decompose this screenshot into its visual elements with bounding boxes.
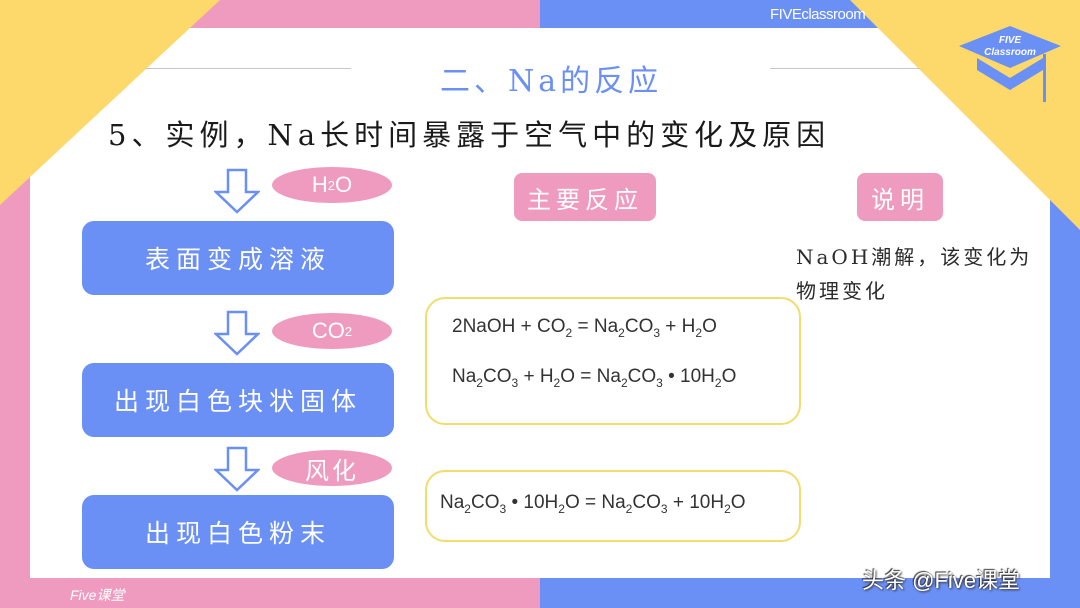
equation-naoh-co2: 2NaOH + CO2 = Na2CO3 + H2O	[452, 316, 717, 340]
equation-na2co3-hydration: Na2CO3 + H2O = Na2CO3 • 10H2O	[452, 366, 737, 390]
down-arrow-icon	[214, 310, 260, 356]
graduation-cap-logo-icon: FIVE Classroom	[955, 24, 1065, 104]
page-subtitle: 5、实例，Na长时间暴露于空气中的变化及原因	[108, 118, 831, 152]
bottom-brand-label: Five课堂	[70, 587, 125, 603]
step-white-powder: 出现白色粉末	[82, 495, 394, 569]
section-title: 二、Na的反应	[440, 64, 663, 99]
notes-tag: 说明	[857, 173, 943, 221]
logo-text-classroom: Classroom	[984, 47, 1036, 58]
logo-text-five: FIVE	[999, 35, 1022, 46]
title-rule-left	[145, 68, 351, 69]
reaction-box-1	[425, 297, 801, 425]
down-arrow-icon	[214, 446, 260, 492]
down-arrow-icon	[214, 168, 260, 214]
reaction-box-2	[425, 470, 801, 542]
title-rule-right	[770, 68, 920, 69]
top-brand-label: FIVEclassroom	[770, 6, 866, 23]
watermark: 头条 @Five课堂	[862, 568, 1021, 593]
equation-efflorescence: Na2CO3 • 10H2O = Na2CO3 + 10H2O	[440, 492, 746, 516]
main-reactions-tag: 主要反应	[514, 173, 656, 221]
step-surface-solution: 表面变成溶液	[82, 221, 394, 295]
reagent-weathering: 风化	[272, 450, 392, 486]
note-deliquescence: NaOH潮解，该变化为物理变化	[796, 245, 1033, 303]
step-white-lumpy-solid: 出现白色块状固体	[82, 363, 394, 437]
